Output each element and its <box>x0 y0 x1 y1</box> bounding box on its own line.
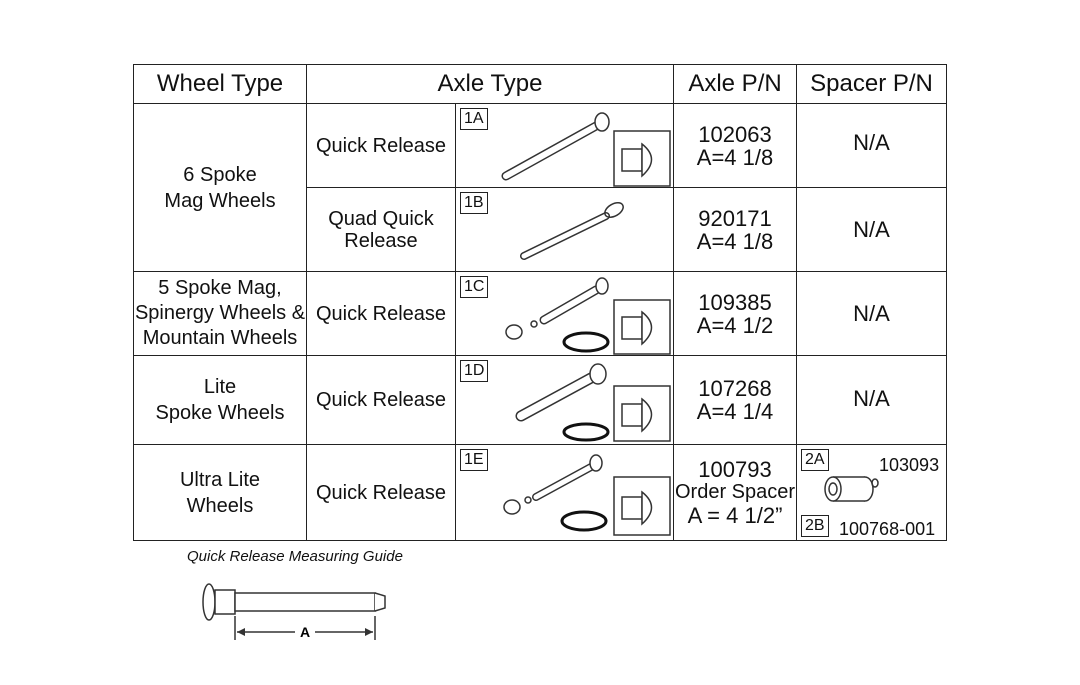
callout-tag: 1D <box>460 360 489 382</box>
axle-type-cell: Quick Release <box>306 103 456 188</box>
measuring-guide-diagram: A <box>202 583 386 640</box>
spacer-pn-cell: N/A <box>796 103 948 188</box>
dimension-label: A <box>300 624 310 640</box>
spacer-part-number: 103093 <box>879 455 940 475</box>
spacer-pn-cell: N/A <box>796 187 948 272</box>
axle-image-1c: 1C <box>454 271 675 356</box>
spacer-pn-cell: N/A <box>796 271 948 356</box>
table-row: 5 Spoke Mag,Spinergy Wheels &Mountain Wh… <box>133 271 948 356</box>
axle-image-1d: 1D <box>454 355 675 445</box>
header-wheel-type: Wheel Type <box>133 64 307 104</box>
callout-tag: 1C <box>460 276 489 298</box>
callout-tag: 1B <box>460 192 488 214</box>
callout-tag: 1E <box>460 449 488 471</box>
callout-tag: 2A <box>801 449 829 471</box>
spacer-icon <box>824 476 879 502</box>
header-axle-pn: Axle P/N <box>673 64 798 104</box>
quick-release-axle-icon <box>503 454 671 536</box>
quick-release-axle-icon <box>501 112 671 187</box>
spacer-part-number: 100768-001 <box>839 519 936 539</box>
spacer-pn-cell: N/A <box>796 355 948 445</box>
wheel-type-cell: 5 Spoke Mag,Spinergy Wheels &Mountain Wh… <box>133 271 307 356</box>
axle-pn-cell: 100793 Order Spacer A = 4 1/2” <box>673 444 798 541</box>
quad-quick-release-axle-icon <box>520 202 624 260</box>
header-spacer-pn: Spacer P/N <box>796 64 948 104</box>
axle-image-1b: 1B <box>454 187 675 272</box>
quick-release-axle-icon <box>515 363 671 442</box>
measuring-guide-caption: Quick Release Measuring Guide <box>187 548 403 565</box>
axle-image-1a: 1A <box>454 103 675 188</box>
axle-parts-table: Wheel Type Axle Type Axle P/N Spacer P/N… <box>133 64 948 541</box>
table-header-row: Wheel Type Axle Type Axle P/N Spacer P/N <box>133 64 948 104</box>
axle-type-cell: Quick Release <box>306 444 456 541</box>
callout-tag: 2B <box>801 515 829 537</box>
axle-type-cell: Quick Release <box>306 355 456 445</box>
header-axle-type: Axle Type <box>305 64 675 104</box>
callout-tag: 1A <box>460 108 488 130</box>
spacer-pn-cell: 2A 103093 2B 100768-001 <box>796 444 948 541</box>
quick-release-axle-icon <box>505 277 671 355</box>
axle-image-1e: 1E <box>454 444 675 541</box>
axle-type-cell: Quick Release <box>306 271 456 356</box>
